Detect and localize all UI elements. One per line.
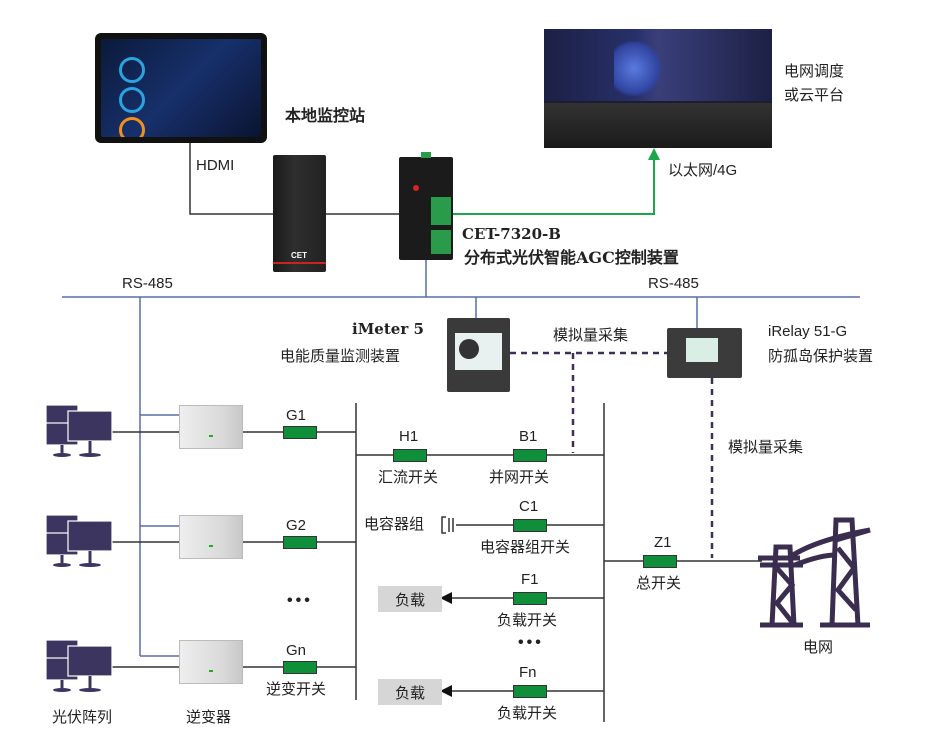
load-box: 负载 xyxy=(378,679,442,705)
inverter-device xyxy=(179,515,243,559)
pv-ellipsis: ••• xyxy=(287,592,313,609)
h1-function-label: 汇流开关 xyxy=(378,469,439,486)
load-box: 负载 xyxy=(378,586,442,612)
cloud-label-line1: 电网调度 xyxy=(784,63,845,80)
pv-array-label: 光伏阵列 xyxy=(52,709,113,726)
local-station-label: 本地监控站 xyxy=(285,106,366,125)
switch-h1-label: H1 xyxy=(399,428,419,445)
inverter-switch-label: 逆变开关 xyxy=(266,681,327,698)
switch-h1[interactable] xyxy=(393,449,427,462)
power-tower-icon xyxy=(758,517,871,628)
inverter-label: 逆变器 xyxy=(186,709,232,726)
hdmi-label: HDMI xyxy=(196,157,235,174)
switch-f1-label: F1 xyxy=(521,571,539,588)
meter-name-label: 电能质量监测装置 xyxy=(280,348,401,365)
ethernet-label: 以太网/4G xyxy=(668,162,738,179)
agc-model-label: CET-7320-B xyxy=(462,225,561,243)
switch-f1[interactable] xyxy=(513,592,547,605)
f1-function-label: 负载开关 xyxy=(497,612,558,629)
capacitor-icon xyxy=(441,516,454,534)
load-arrow-icon xyxy=(440,592,452,604)
switch-fn[interactable] xyxy=(513,685,547,698)
pv-array-icon xyxy=(45,639,113,692)
hdmi-wire xyxy=(189,143,273,215)
load-ellipsis: ••• xyxy=(518,634,544,651)
agc-name-label: 分布式光伏智能AGC控制装置 xyxy=(464,248,679,267)
c1-function-label: 电容器组开关 xyxy=(480,539,571,556)
b1-function-label: 并网开关 xyxy=(489,469,550,486)
irelay51g-device xyxy=(667,328,742,378)
pv-array-icon xyxy=(45,514,113,567)
z1-function-label: 总开关 xyxy=(636,575,682,592)
switch-g2[interactable] xyxy=(283,536,317,549)
switch-fn-label: Fn xyxy=(519,664,537,681)
fn-function-label: 负载开关 xyxy=(497,705,558,722)
switch-g2-label: G2 xyxy=(286,517,307,534)
analog-label-right: 模拟量采集 xyxy=(728,439,804,456)
rs485-right-label: RS-485 xyxy=(648,275,699,292)
ethernet-arrow-icon xyxy=(648,148,660,160)
inverter-device xyxy=(179,405,243,449)
rs485-left-label: RS-485 xyxy=(122,275,173,292)
meter-model-label: iMeter 5 xyxy=(352,320,424,338)
cloud-label-line2: 或云平台 xyxy=(784,87,845,104)
grid-label: 电网 xyxy=(803,639,834,656)
switch-b1-label: B1 xyxy=(519,428,538,445)
analog-label-top: 模拟量采集 xyxy=(553,327,629,344)
switch-z1-label: Z1 xyxy=(654,534,672,551)
switch-b1[interactable] xyxy=(513,449,547,462)
relay-name-label: 防孤岛保护装置 xyxy=(768,348,874,365)
switch-g1-label: G1 xyxy=(286,407,307,424)
switch-z1[interactable] xyxy=(643,555,677,568)
local-monitor-screen xyxy=(95,33,267,143)
capacitor-bank-label: 电容器组 xyxy=(364,516,425,533)
switch-c1[interactable] xyxy=(513,519,547,532)
switch-gn-label: Gn xyxy=(286,642,307,659)
load-arrow-icon xyxy=(440,685,452,697)
switch-gn[interactable] xyxy=(283,661,317,674)
dispatch-center-image xyxy=(544,29,772,148)
inverter-device xyxy=(179,640,243,684)
imeter5-device xyxy=(447,318,510,392)
ethernet-wire xyxy=(453,158,655,215)
relay-model-label: iRelay 51-G xyxy=(768,323,848,340)
switch-c1-label: C1 xyxy=(519,498,539,515)
monitoring-pc: CET xyxy=(273,155,326,272)
pv-array-icon xyxy=(45,404,113,457)
switch-g1[interactable] xyxy=(283,426,317,439)
agc-controller-device xyxy=(399,152,453,260)
